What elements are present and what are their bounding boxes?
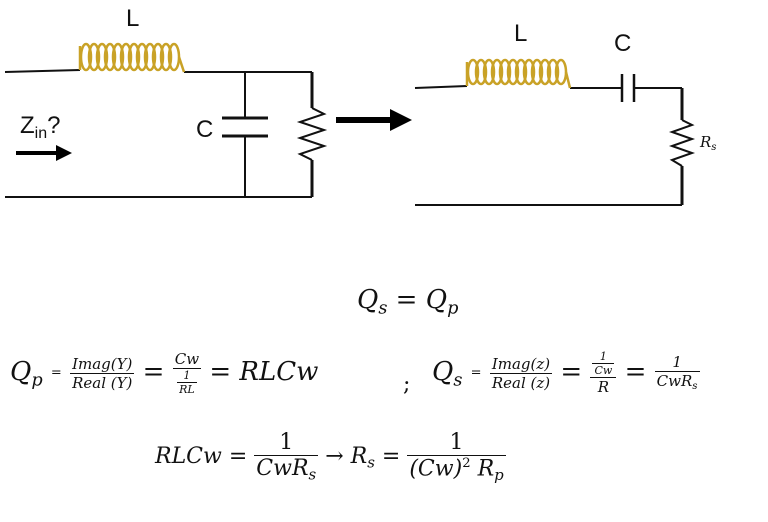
right-circuit [414, 74, 696, 206]
qs-lhs-sub: s [453, 370, 463, 391]
equation-separator: ; [403, 372, 411, 397]
final-lhs: RLCw [155, 443, 222, 469]
qs-num: Imag(z) [491, 354, 551, 373]
qs-num2-num: 1 [599, 350, 607, 363]
left-inductor-label: L [126, 5, 140, 32]
zin-base: Z [20, 112, 35, 139]
final-den: CwR [256, 456, 309, 482]
rs-base: R [700, 133, 712, 151]
qp-eq3: = [209, 357, 232, 387]
right-capacitor-label: C [614, 30, 632, 57]
qs-lhs: Q [432, 357, 454, 387]
final-rs-sub: s [367, 453, 375, 472]
eq1-lhs: Q [357, 285, 379, 315]
qs-num2-den: Cw [592, 363, 615, 377]
qs-den: Real (z) [489, 372, 553, 392]
zin-arrow [16, 145, 72, 161]
qp-den2-den: RL [177, 382, 197, 396]
qp-eq1: = [50, 365, 62, 381]
final-den-sub: s [308, 465, 317, 484]
qp-result: RLCw [239, 357, 319, 387]
final-den2-sub: p [494, 465, 504, 484]
right-top-wire-a [414, 85, 468, 89]
qp-den2-num: 1 [183, 369, 191, 382]
final-frac-1-cw2rp: 1(Cw)2 Rp [407, 430, 506, 484]
final-den2-a: (Cw) [409, 456, 463, 482]
qs-eq3: = [624, 357, 647, 387]
rs-sub: s [711, 142, 717, 154]
final-num: 1 [279, 430, 294, 456]
qp-lhs: Q [10, 357, 32, 387]
eq1-rhs: Q [425, 285, 448, 315]
left-top-wire-a [4, 69, 81, 73]
zin-sub: in [34, 124, 48, 142]
right-inductor-coil [465, 58, 572, 89]
qs-num3: 1 [672, 353, 682, 372]
left-inductor-coil [78, 42, 186, 73]
qp-lhs-sub: p [31, 370, 43, 391]
qs-den3: CwR [656, 372, 693, 391]
qs-den2: R [590, 377, 617, 396]
eq1-equals: = [395, 285, 418, 315]
right-resistor-zigzag [668, 119, 696, 167]
final-eq1: = [228, 443, 248, 469]
transform-arrow [336, 109, 412, 131]
left-capacitor-label: C [196, 116, 214, 143]
qp-den: Real (Y) [70, 372, 135, 392]
qs-eq1: = [470, 365, 482, 381]
zin-question: ? [47, 112, 61, 139]
eq1-lhs-sub: s [378, 298, 388, 319]
eq1-rhs-sub: p [447, 298, 459, 319]
left-resistor-zigzag [296, 107, 328, 161]
final-eq2: = [381, 443, 401, 469]
qs-eq2: = [560, 357, 583, 387]
qp-num2: Cw [174, 350, 200, 368]
final-den2-exp: 2 [462, 456, 471, 471]
qp-num: Imag(Y) [72, 354, 133, 373]
qp-eq2: = [142, 357, 165, 387]
zin-label: Zin? [20, 112, 60, 143]
right-inductor-label: L [514, 20, 528, 47]
final-num2: 1 [449, 430, 464, 455]
right-resistor-label: Rs [700, 133, 717, 153]
final-arrow: → [325, 443, 344, 469]
qs-frac-imag-real: Imag(z)Real (z) [489, 354, 553, 392]
final-rs: R [350, 443, 368, 469]
final-den2-b: R [477, 456, 495, 482]
qp-frac-imag-real: Imag(Y)Real (Y) [70, 354, 135, 392]
equation-qs-equals-qp: Qs = Qp [357, 285, 458, 318]
left-circuit [4, 69, 328, 198]
qs-den3-sub: s [692, 381, 698, 393]
